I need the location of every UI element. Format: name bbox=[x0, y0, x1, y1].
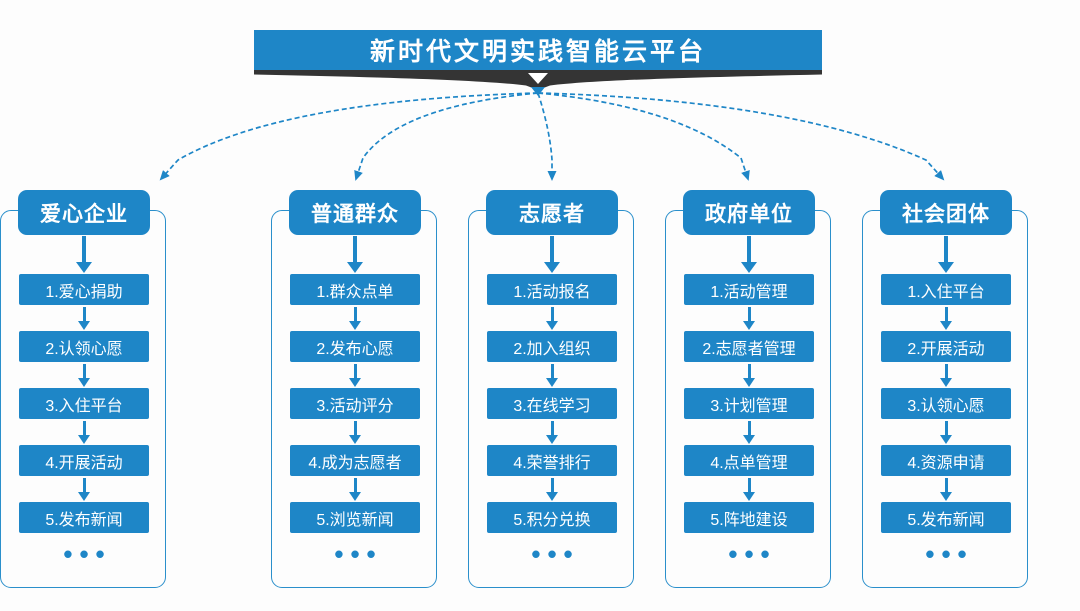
column-header: 爱心企业 bbox=[18, 190, 150, 235]
down-arrow-icon bbox=[349, 476, 361, 502]
flow-step: 4.开展活动 bbox=[19, 445, 149, 476]
down-arrow-icon bbox=[78, 305, 90, 331]
flow-step: 3.认领心愿 bbox=[881, 388, 1011, 419]
down-arrow-icon bbox=[347, 236, 363, 273]
down-arrow-icon bbox=[743, 476, 755, 502]
down-arrow-icon bbox=[940, 419, 952, 445]
flow-step: 3.活动评分 bbox=[290, 388, 420, 419]
dashed-connector-social-groups bbox=[537, 92, 750, 181]
banner-down-pointer-icon bbox=[528, 73, 548, 84]
fanout-origin-icon bbox=[531, 87, 545, 96]
flow-step: 1.爱心捐助 bbox=[19, 274, 149, 305]
banner-ribbon bbox=[254, 70, 822, 90]
column-header: 志愿者 bbox=[486, 190, 618, 235]
flow-step: 2.发布心愿 bbox=[290, 331, 420, 362]
platform-title-banner: 新时代文明实践智能云平台 bbox=[254, 30, 822, 70]
column-header: 普通群众 bbox=[289, 190, 421, 235]
column-social-groups: 社会团体 1.入住平台 2.开展活动 3.认领心愿 4.资源申请 5.发布新闻 … bbox=[862, 185, 1030, 597]
flow-step: 5.发布新闻 bbox=[881, 502, 1011, 533]
dashed-connector-government bbox=[537, 92, 557, 181]
ellipsis-dots: ••• bbox=[334, 539, 383, 569]
flow-step: 3.在线学习 bbox=[487, 388, 617, 419]
column-header: 政府单位 bbox=[683, 190, 815, 235]
ellipsis-dots: ••• bbox=[63, 539, 112, 569]
dashed-connector-enterprises bbox=[537, 92, 945, 181]
column-government: 政府单位 1.活动管理 2.志愿者管理 3.计划管理 4.点单管理 5.阵地建设… bbox=[665, 185, 833, 597]
dashed-connector-volunteers bbox=[354, 92, 539, 181]
down-arrow-icon bbox=[938, 236, 954, 273]
flow-step: 1.群众点单 bbox=[290, 274, 420, 305]
column-enterprises: 爱心企业 1.爱心捐助 2.认领心愿 3.入住平台 4.开展活动 5.发布新闻 … bbox=[0, 185, 168, 597]
down-arrow-icon bbox=[349, 305, 361, 331]
dashed-connector-general-public bbox=[159, 92, 539, 181]
flow-step: 1.活动报名 bbox=[487, 274, 617, 305]
down-arrow-icon bbox=[78, 419, 90, 445]
flow-step: 5.浏览新闻 bbox=[290, 502, 420, 533]
down-arrow-icon bbox=[349, 362, 361, 388]
flow-step: 4.点单管理 bbox=[684, 445, 814, 476]
down-arrow-icon bbox=[743, 419, 755, 445]
down-arrow-icon bbox=[940, 305, 952, 331]
down-arrow-icon bbox=[544, 236, 560, 273]
down-arrow-icon bbox=[546, 476, 558, 502]
flow-step: 4.荣誉排行 bbox=[487, 445, 617, 476]
down-arrow-icon bbox=[743, 362, 755, 388]
flow-step: 3.入住平台 bbox=[19, 388, 149, 419]
down-arrow-icon bbox=[76, 236, 92, 273]
down-arrow-icon bbox=[546, 419, 558, 445]
down-arrow-icon bbox=[743, 305, 755, 331]
down-arrow-icon bbox=[546, 362, 558, 388]
flow-step: 5.发布新闻 bbox=[19, 502, 149, 533]
down-arrow-icon bbox=[741, 236, 757, 273]
down-arrow-icon bbox=[349, 419, 361, 445]
column-header: 社会团体 bbox=[880, 190, 1012, 235]
flow-step: 2.开展活动 bbox=[881, 331, 1011, 362]
ellipsis-dots: ••• bbox=[728, 539, 777, 569]
flow-step: 2.认领心愿 bbox=[19, 331, 149, 362]
down-arrow-icon bbox=[940, 362, 952, 388]
ellipsis-dots: ••• bbox=[531, 539, 580, 569]
flow-step: 4.成为志愿者 bbox=[290, 445, 420, 476]
flow-step: 2.志愿者管理 bbox=[684, 331, 814, 362]
flow-step: 5.积分兑换 bbox=[487, 502, 617, 533]
down-arrow-icon bbox=[940, 476, 952, 502]
flow-step: 4.资源申请 bbox=[881, 445, 1011, 476]
flow-step: 3.计划管理 bbox=[684, 388, 814, 419]
down-arrow-icon bbox=[78, 362, 90, 388]
down-arrow-icon bbox=[546, 305, 558, 331]
flow-step: 5.阵地建设 bbox=[684, 502, 814, 533]
down-arrow-icon bbox=[78, 476, 90, 502]
column-general-public: 普通群众 1.群众点单 2.发布心愿 3.活动评分 4.成为志愿者 5.浏览新闻… bbox=[271, 185, 439, 597]
ellipsis-dots: ••• bbox=[925, 539, 974, 569]
platform-title: 新时代文明实践智能云平台 bbox=[369, 38, 706, 66]
connector-lines bbox=[159, 87, 945, 181]
column-volunteers: 志愿者 1.活动报名 2.加入组织 3.在线学习 4.荣誉排行 5.积分兑换 •… bbox=[468, 185, 636, 597]
flow-step: 2.加入组织 bbox=[487, 331, 617, 362]
flow-step: 1.活动管理 bbox=[684, 274, 814, 305]
flow-step: 1.入住平台 bbox=[881, 274, 1011, 305]
